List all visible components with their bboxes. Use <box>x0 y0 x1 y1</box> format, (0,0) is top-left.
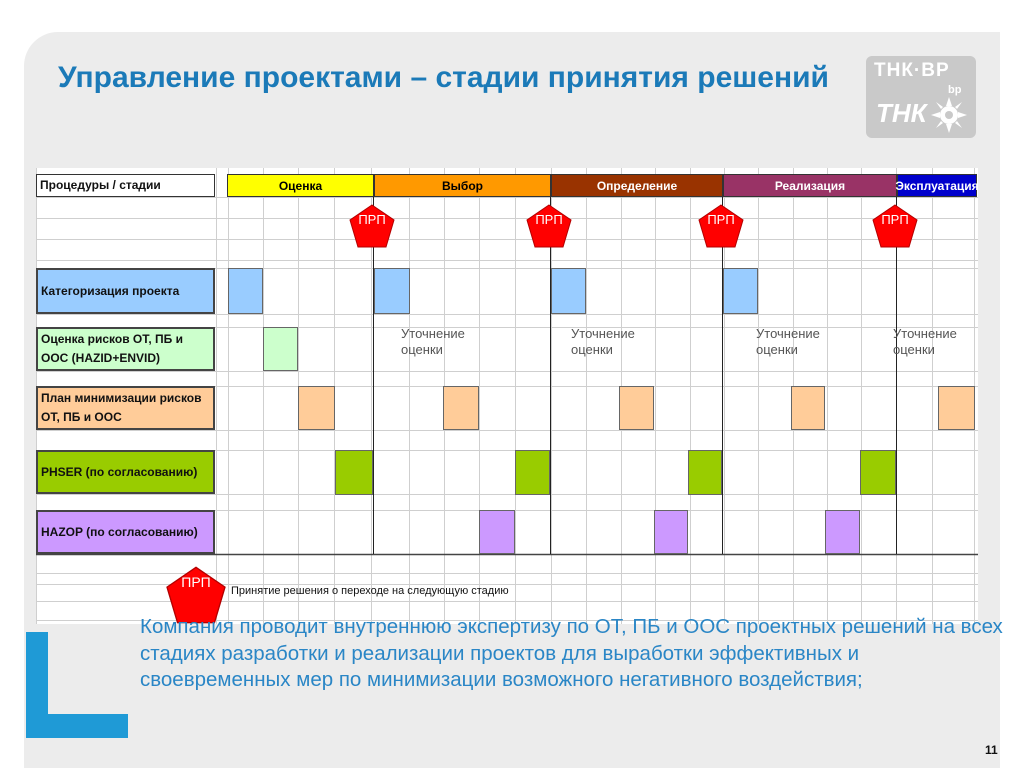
header-label: Процедуры / стадии <box>36 174 215 197</box>
decision-gate: ПРП <box>349 204 395 248</box>
decision-gate-label: ПРП <box>881 212 909 227</box>
cell-categorization <box>228 268 263 314</box>
logo-mark-text: ТНК <box>876 98 927 128</box>
stage-boundary-line <box>896 197 897 554</box>
refine-note: Уточнение оценки <box>401 326 465 357</box>
stage-opredelenie-label: Определение <box>596 178 678 193</box>
stage-boundary-line <box>373 197 374 554</box>
pentagon-icon <box>872 204 918 248</box>
refine-note: Уточнение оценки <box>571 326 635 357</box>
legend-gate: ПРП <box>165 566 227 624</box>
stage-boundary-line <box>722 197 723 554</box>
procedure-categorization: Категоризация проекта <box>36 268 215 314</box>
cell-categorization <box>374 268 410 314</box>
cell-hazop <box>654 510 688 554</box>
procedure-risk-assessment-label: Оценка рисков ОТ, ПБ и ООС (HAZID+ENVID) <box>41 332 184 365</box>
cell-hazop <box>825 510 860 554</box>
cell-categorization <box>723 268 758 314</box>
stage-vybor: Выбор <box>374 174 551 197</box>
pentagon-icon <box>698 204 744 248</box>
stage-boundary-line <box>550 197 551 554</box>
cell-risk-mitigation <box>619 386 654 430</box>
stage-ocenka: Оценка <box>227 174 374 197</box>
decision-gate-label: ПРП <box>358 212 386 227</box>
cell-phser <box>515 450 550 495</box>
body-text: Компания проводит внутреннюю экспертизу … <box>140 615 1003 691</box>
pentagon-icon <box>166 566 226 624</box>
cell-hazop <box>479 510 515 554</box>
stage-vybor-label: Выбор <box>442 178 483 193</box>
procedure-hazop: HAZOP (по согласованию) <box>36 510 215 554</box>
company-logo: ТНК·ВР bp ТНК <box>866 56 976 138</box>
decision-gate-label: ПРП <box>707 212 735 227</box>
procedure-risk-assessment: Оценка рисков ОТ, ПБ и ООС (HAZID+ENVID) <box>36 327 215 371</box>
cell-phser <box>335 450 373 495</box>
logo-top-text: ТНК·ВР <box>874 60 950 81</box>
refine-note: Уточнение оценки <box>893 326 957 357</box>
procedure-hazop-label: HAZOP (по согласованию) <box>41 524 198 539</box>
stage-ekspluataciya: Эксплуатация <box>895 174 979 197</box>
legend-text: Принятие решения о переходе на следующую… <box>231 585 509 597</box>
cell-categorization <box>551 268 586 314</box>
cell-risk-mitigation <box>938 386 975 430</box>
cell-risk-mitigation <box>791 386 825 430</box>
procedure-risk-mitigation-plan-label: План минимизации рисков ОТ, ПБ и ООС <box>41 391 202 424</box>
refine-note: Уточнение оценки <box>756 326 820 357</box>
decision-gate: ПРП <box>526 204 572 248</box>
header-label-text: Процедуры / стадии <box>40 178 161 192</box>
cell-phser <box>688 450 722 495</box>
decision-gate: ПРП <box>698 204 744 248</box>
cell-risk-assessment <box>263 327 298 371</box>
sun-icon <box>931 97 967 133</box>
accent-l-shape <box>26 632 128 738</box>
procedure-phser-label: PHSER (по согласованию) <box>41 464 198 479</box>
slide-title: Управление проектами – стадии принятия р… <box>58 61 829 94</box>
procedure-risk-mitigation-plan: План минимизации рисков ОТ, ПБ и ООС <box>36 386 215 430</box>
logo-bp-text: bp <box>948 84 962 96</box>
decision-gate: ПРП <box>872 204 918 248</box>
stage-ocenka-label: Оценка <box>278 178 323 193</box>
cell-phser <box>860 450 896 495</box>
cell-risk-mitigation <box>298 386 335 430</box>
procedure-categorization-label: Категоризация проекта <box>41 283 180 298</box>
decision-gate-label: ПРП <box>535 212 563 227</box>
cell-risk-mitigation <box>443 386 479 430</box>
stage-realizaciya-label: Реализация <box>774 178 846 193</box>
stage-opredelenie: Определение <box>551 174 723 197</box>
pentagon-icon <box>526 204 572 248</box>
legend-gate-label: ПРП <box>181 574 211 590</box>
page-number: 11 <box>985 743 998 757</box>
stage-ekspluataciya-label: Эксплуатация <box>895 178 979 193</box>
stage-realizaciya: Реализация <box>723 174 897 197</box>
pentagon-icon <box>349 204 395 248</box>
procedure-phser: PHSER (по согласованию) <box>36 450 215 494</box>
